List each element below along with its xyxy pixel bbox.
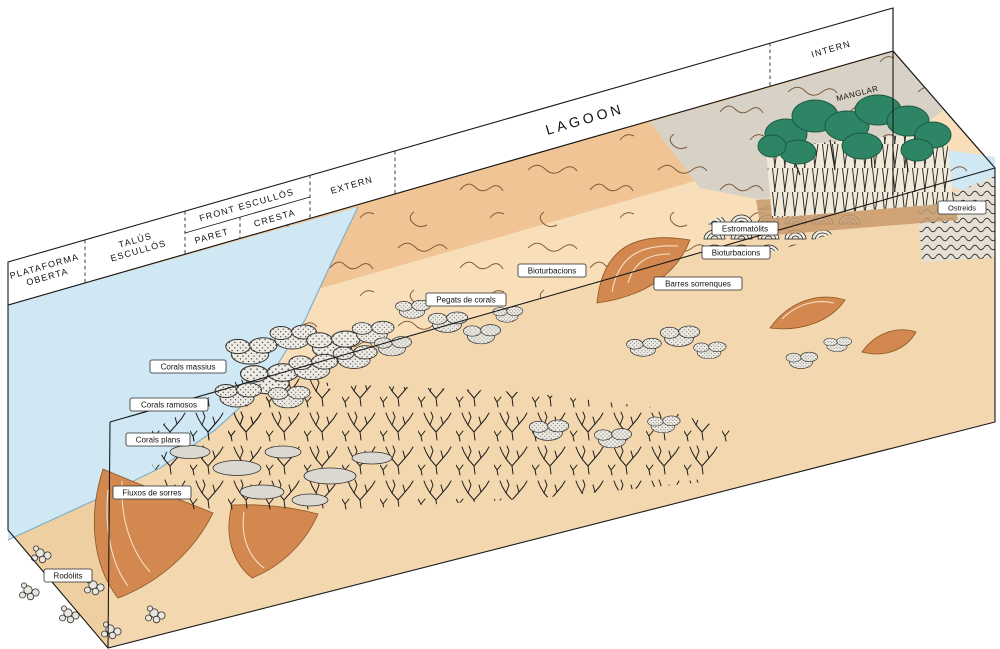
label-bioturbacions-intern: Bioturbacions	[701, 245, 771, 260]
sand-fan-lamina	[106, 489, 129, 587]
svg-text:Corals massius: Corals massius	[161, 363, 216, 372]
plate-corals	[169, 445, 393, 507]
label-ostreids: Ostreids	[937, 200, 987, 215]
label-bioturbacions-lagoon: Bioturbacions	[517, 263, 587, 278]
label-estromatolits: Estromatòlits	[711, 221, 779, 236]
svg-text:Barres sorrenques: Barres sorrenques	[665, 280, 731, 289]
label-rodolits: Rodòlits	[43, 568, 93, 583]
mangrove	[756, 94, 958, 236]
water-surface	[8, 207, 358, 540]
feature-labels: MANGLAR Corals massius Corals ramosos Co…	[43, 84, 987, 583]
label-pegats-de-corals: Pegats de corals	[425, 292, 507, 307]
svg-text:Rodòlits: Rodòlits	[54, 572, 83, 581]
svg-text:Pegats de corals: Pegats de corals	[436, 296, 496, 305]
sand-bar-small	[861, 329, 917, 355]
sand-bar-right	[769, 296, 846, 330]
svg-text:Corals plans: Corals plans	[136, 436, 180, 445]
svg-text:Bioturbacions: Bioturbacions	[528, 267, 576, 276]
top-front-edge	[109, 167, 996, 423]
svg-text:Estromatòlits: Estromatòlits	[722, 225, 768, 234]
sand-bar-lamina	[781, 301, 835, 320]
label-corals-ramosos: Corals ramosos	[129, 397, 209, 412]
mangrove-canopy	[757, 94, 952, 165]
label-barres-sorrenques: Barres sorrenques	[653, 276, 743, 291]
sand-bar-lamina	[627, 253, 671, 284]
label-fluxos-de-sorres: Fluxos de sorres	[112, 485, 192, 500]
svg-text:Bioturbacions: Bioturbacions	[712, 249, 760, 258]
svg-text:Fluxos de sorres: Fluxos de sorres	[122, 489, 181, 498]
front-escullos-divider	[184, 196, 311, 234]
label-corals-plans: Corals plans	[125, 432, 191, 447]
label-corals-massius: Corals massius	[149, 359, 227, 374]
sand-bar-lamina	[611, 245, 679, 293]
branching-corals-band	[150, 385, 735, 512]
svg-text:Ostreids: Ostreids	[948, 204, 976, 213]
left-front-edge	[107, 421, 111, 649]
svg-text:Corals ramosos: Corals ramosos	[141, 401, 197, 410]
sand-fan-lamina	[242, 511, 265, 569]
